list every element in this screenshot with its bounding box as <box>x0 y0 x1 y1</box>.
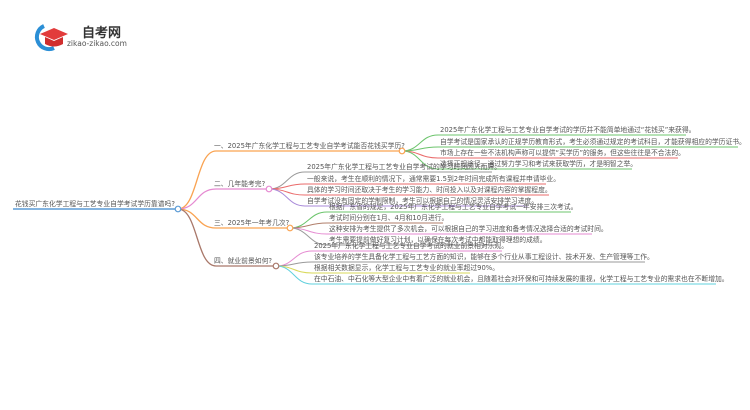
leaf-connector <box>275 265 716 285</box>
leaf-node-text: 考生需要提前做好复习计划，以确保在每次考试中都能取得理想的成绩。 <box>329 236 547 244</box>
branch-4-toggle[interactable] <box>272 262 280 270</box>
branch-1-label: 一、2025年广东化学工程与工艺专业自学考试能否花钱买学历? <box>214 142 405 150</box>
branch-3-toggle[interactable] <box>286 224 294 232</box>
leaf-node-text: 这种安排为考生提供了多次机会，可以根据自己的学习进度和备考情况选择合适的考试时间… <box>329 225 608 233</box>
leaf-connector <box>401 150 632 170</box>
branch-1-toggle[interactable] <box>398 147 406 155</box>
leaf-node-text: 2025年广东化学工程与工艺专业自学考试的学习时间因人而异。 <box>307 163 502 171</box>
leaf-node-text: 根据广东省的规定，2025年广东化学工程与工艺专业自学考试一年安排三次考试。 <box>329 203 578 211</box>
branch-2-toggle[interactable] <box>265 185 273 193</box>
root-node-label: 花钱买广东化学工程与工艺专业自学考试学历靠谱吗? <box>15 200 175 208</box>
leaf-node-text: 根据相关数据显示，化学工程与工艺专业的就业率超过90%。 <box>314 264 500 272</box>
leaf-node-text: 选择正规途径，通过努力学习和考试来获取学历，才是明智之举。 <box>440 160 638 168</box>
leaf-connector <box>268 188 528 207</box>
branch-connector <box>177 150 402 210</box>
leaf-node-text: 自学考试没有固定的学制限制，考生可以根据自己的情况灵活安排学习进度。 <box>307 197 539 205</box>
leaf-node-text: 2025年广东化学工程与工艺专业自学考试的学历并不能简单地通过“花钱买”来获得。 <box>440 126 696 134</box>
logo-icon <box>32 22 72 58</box>
leaf-node-text: 自学考试是国家承认的正规学历教育形式，考生必须通过规定的考试科目，才能获得相应的… <box>440 138 746 146</box>
logo-url: zikao-zikao.com <box>67 39 127 48</box>
leaf-node-text: 一般来说，考生在顺利的情况下，通常需要1.5到2年时间完成所有课程并申请毕业。 <box>307 175 561 183</box>
leaf-node-text: 具体的学习时间还取决于考生的学习能力、时间投入以及对课程内容的掌握程度。 <box>307 186 552 194</box>
leaf-node-text: 在中石油、中石化等大型企业中有着广泛的就业机会，且随着社会对环保和可持续发展的重… <box>314 275 729 283</box>
leaf-node-text: 考试时间分别在1月、4月和10月进行。 <box>329 214 449 222</box>
leaf-node-text: 市场上存在一些不法机构声称可以提供“买学历”的服务，但这些往往是不合法的。 <box>440 149 685 157</box>
branch-3-label: 三、2025年一年考几次? <box>214 219 290 227</box>
logo-title: 自考网 <box>82 26 122 41</box>
leaf-node-text: 该专业培养的学生具备化学工程与工艺方面的知识，能够在多个行业从事工程设计、技术开… <box>314 253 654 261</box>
branch-2-label: 二、几年能考完? <box>214 180 266 188</box>
branch-connector <box>177 208 276 267</box>
root-toggle[interactable] <box>174 205 182 213</box>
branch-connector <box>177 188 269 210</box>
branch-connector <box>177 208 290 229</box>
branch-4-label: 四、就业前景如何? <box>214 257 272 265</box>
leaf-connector <box>289 227 496 246</box>
leaf-node-text: 2025年广东化学工程与工艺专业自学考试的就业前景相对乐观。 <box>314 242 509 250</box>
